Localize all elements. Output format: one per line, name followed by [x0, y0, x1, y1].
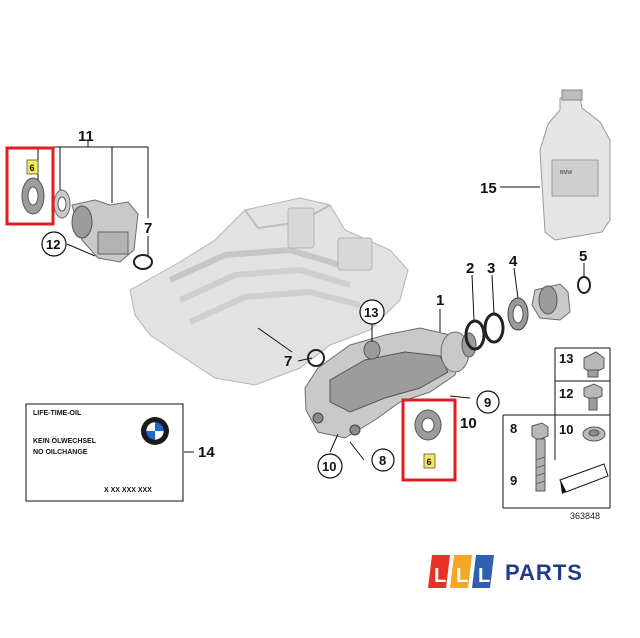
callout-11: 11 [78, 128, 94, 145]
bottle-label: BMW [560, 170, 573, 176]
brand-name: PARTS [505, 560, 583, 585]
oil-label-card: LIFE-TIME-OIL KEIN ÖLWECHSEL NO OILCHANG… [25, 403, 184, 502]
callout-8: 8 [379, 453, 386, 468]
brand-logo: L L L PARTS [428, 555, 583, 588]
oil-bottle: BMW [539, 89, 611, 241]
flange-stack [464, 276, 591, 351]
differential-housing [304, 327, 477, 441]
wedge-icon [559, 463, 609, 494]
seal-mark-right: 6 [423, 453, 436, 469]
oil-label-line2: KEIN ÖLWECHSEL [33, 436, 97, 445]
svg-text:6: 6 [427, 457, 432, 467]
legend-label-8: 8 [510, 421, 517, 436]
callout-13: 13 [364, 305, 378, 320]
svg-text:L: L [456, 565, 468, 587]
oil-pan [129, 197, 409, 386]
callout-7-center: 7 [284, 353, 292, 370]
callout-14: 14 [198, 444, 215, 461]
callout-10-left: 10 [322, 459, 336, 474]
highlight-box-left-seal [5, 146, 55, 226]
callout-9: 9 [484, 395, 491, 410]
oil-label-code: X XX XXX XXX [104, 487, 152, 494]
svg-text:L: L [434, 565, 446, 587]
legend-label-12: 12 [559, 386, 573, 401]
bmw-logo [141, 417, 169, 445]
highlight-box-right-seal [401, 398, 457, 482]
svg-text:6: 6 [30, 163, 35, 173]
callouts: 11 12 7 15 13 1 2 3 4 5 7 9 10 8 10 14 [41, 128, 587, 479]
callout-10-right: 10 [460, 415, 477, 432]
oil-label-line3: NO OILCHANGE [33, 449, 88, 456]
legend-label-13: 13 [559, 351, 573, 366]
bolt-icon [531, 422, 549, 492]
svg-text:L: L [478, 565, 490, 587]
callout-2: 2 [466, 260, 474, 277]
callout-1: 1 [436, 292, 444, 309]
highlight-boxes [5, 146, 457, 482]
callout-5: 5 [579, 248, 587, 265]
left-flange-assembly [21, 177, 153, 270]
oil-label-line1: LIFE-TIME-OIL [33, 410, 82, 417]
reference-number: 363848 [570, 511, 600, 521]
parts-legend: 13 12 10 8 9 363848 [502, 347, 611, 521]
callout-15: 15 [480, 180, 497, 197]
callout-3: 3 [487, 260, 495, 277]
callout-12: 12 [46, 237, 60, 252]
legend-label-9: 9 [510, 473, 517, 488]
callout-7-left: 7 [144, 220, 152, 237]
legend-label-10: 10 [559, 422, 573, 437]
seal-mark-left: 6 [26, 159, 39, 175]
callout-4: 4 [509, 253, 518, 270]
lll-logo-icon: L L L [428, 555, 494, 588]
